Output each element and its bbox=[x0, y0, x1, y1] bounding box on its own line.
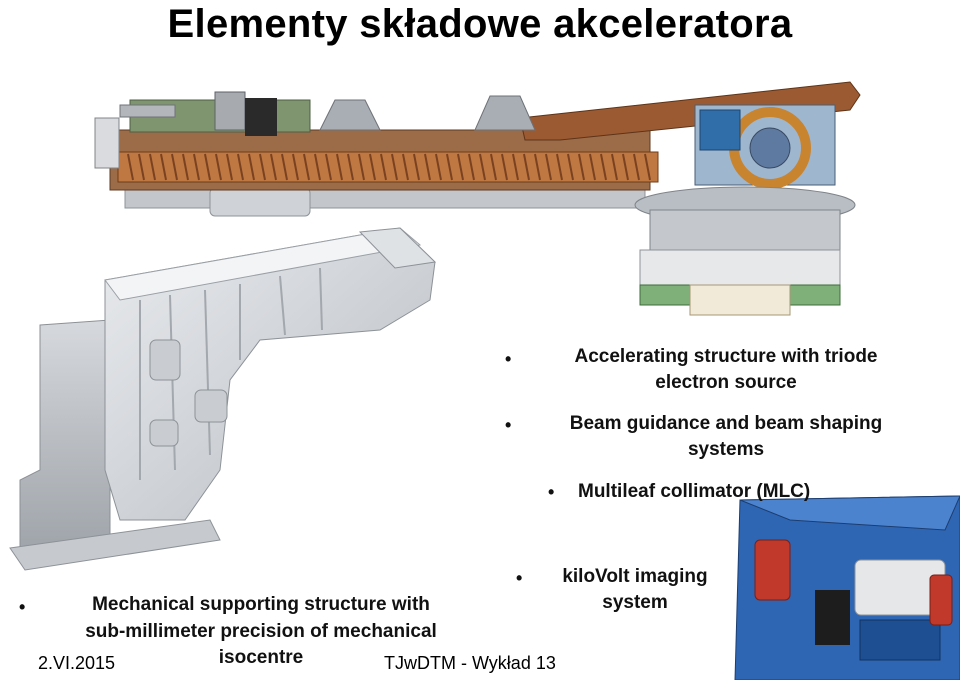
bullet-mech-line3: isocentre bbox=[218, 647, 304, 669]
bullet-kv-line2: system bbox=[602, 592, 668, 614]
waveguide-cell bbox=[171, 153, 178, 181]
waveguide-cell bbox=[160, 153, 167, 181]
waveguide-cell bbox=[468, 153, 475, 181]
waveguide-cell bbox=[281, 153, 288, 181]
bullet-beam-guidance: Beam guidance and beam shaping systems bbox=[530, 411, 922, 463]
waveguide-cell bbox=[215, 153, 222, 181]
bullet-beam-line1: Beam guidance and beam shaping bbox=[569, 413, 883, 434]
waveguide-cell bbox=[138, 153, 145, 181]
bullet-marker: • bbox=[516, 568, 523, 588]
waveguide-cell bbox=[314, 153, 321, 181]
waveguide-cell bbox=[259, 153, 266, 181]
waveguide-cell bbox=[523, 153, 530, 181]
bullet-mlc: Multileaf collimator (MLC) bbox=[578, 481, 811, 502]
waveguide-cell bbox=[204, 153, 211, 181]
waveguide-cell bbox=[479, 153, 486, 181]
waveguide-cell bbox=[435, 153, 442, 181]
waveguide-cell bbox=[149, 153, 156, 181]
bullet-beam-line2: systems bbox=[687, 439, 765, 461]
waveguide-cell bbox=[424, 153, 431, 181]
bullet-accelerating-line1: Accelerating structure with triode bbox=[574, 346, 878, 367]
waveguide-cell bbox=[578, 153, 585, 181]
bullet-accelerating-line2: electron source bbox=[655, 372, 797, 394]
bullet-mech-line2: sub-millimeter precision of mechanical bbox=[85, 620, 437, 642]
waveguide-cell bbox=[457, 153, 464, 181]
waveguide-cell bbox=[270, 153, 277, 181]
waveguide-cell bbox=[490, 153, 497, 181]
waveguide-cell bbox=[501, 153, 508, 181]
waveguide-cell bbox=[292, 153, 299, 181]
waveguide-cell bbox=[446, 153, 453, 181]
bullet-mech-line1: Mechanical supporting structure with bbox=[92, 594, 430, 615]
waveguide-cell bbox=[380, 153, 387, 181]
waveguide-cell bbox=[600, 153, 607, 181]
footer-date: 2.VI.2015 bbox=[38, 653, 116, 673]
waveguide-cell bbox=[369, 153, 376, 181]
waveguide-cell bbox=[413, 153, 420, 181]
waveguide-cell bbox=[303, 153, 310, 181]
bullet-marker: • bbox=[548, 482, 555, 502]
bullet-kv-imaging: kiloVolt imaging system bbox=[540, 564, 730, 616]
waveguide-cell bbox=[193, 153, 200, 181]
waveguide-cell bbox=[622, 153, 629, 181]
slide-title: Elementy składowe akceleratora bbox=[167, 2, 793, 46]
waveguide-cell bbox=[545, 153, 552, 181]
bullet-kv-line1: kiloVolt imaging bbox=[562, 566, 708, 587]
bullet-marker: • bbox=[505, 349, 512, 369]
bullet-marker: • bbox=[19, 597, 26, 617]
waveguide-cell bbox=[358, 153, 365, 181]
footer-course: TJwDTM - Wykład 13 bbox=[384, 653, 556, 673]
waveguide-cell bbox=[567, 153, 574, 181]
waveguide-cell bbox=[336, 153, 343, 181]
waveguide-cell bbox=[633, 153, 640, 181]
waveguide-cell bbox=[226, 153, 233, 181]
waveguide-cell bbox=[589, 153, 596, 181]
waveguide-cell bbox=[402, 153, 409, 181]
waveguide-cell bbox=[127, 153, 134, 181]
waveguide-cell bbox=[391, 153, 398, 181]
waveguide-cell bbox=[644, 153, 651, 181]
waveguide-cell bbox=[512, 153, 519, 181]
waveguide-cell bbox=[611, 153, 618, 181]
bullet-accelerating-structure: Accelerating structure with triode elect… bbox=[530, 344, 922, 396]
waveguide-cell bbox=[237, 153, 244, 181]
bullet-mechanical-structure: Mechanical supporting structure with sub… bbox=[40, 592, 482, 672]
waveguide-cell bbox=[182, 153, 189, 181]
waveguide-cell bbox=[347, 153, 354, 181]
waveguide-cell bbox=[534, 153, 541, 181]
waveguide-cell bbox=[248, 153, 255, 181]
waveguide-cell bbox=[556, 153, 563, 181]
bullet-marker: • bbox=[505, 415, 512, 435]
waveguide-cell bbox=[325, 153, 332, 181]
